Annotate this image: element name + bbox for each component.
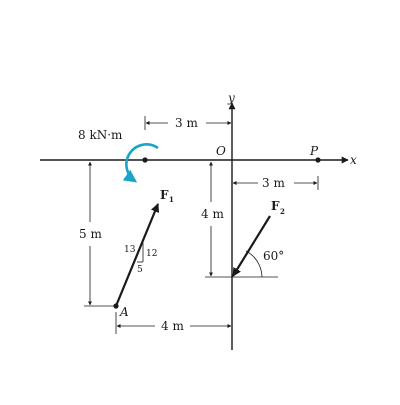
dim-right-3m: 3 m (262, 176, 285, 190)
point-p (315, 157, 321, 163)
point-a-label: A (119, 305, 129, 319)
force-f2-arrow (232, 215, 271, 277)
dim-top-3m: 3 m (175, 116, 198, 130)
force-f2-label: F (271, 199, 280, 213)
dim-center-4m: 4 m (201, 207, 224, 221)
force-f1-arrow (114, 203, 160, 307)
slope-12: 12 (146, 249, 157, 259)
force-f1-label: F (160, 188, 169, 202)
moment-arrow-icon (122, 143, 159, 183)
x-axis-label: x (350, 153, 357, 167)
y-axis-label: y (227, 91, 235, 105)
moment-label: 8 kN·m (78, 128, 123, 142)
moment-point (142, 157, 148, 163)
origin-label: O (216, 144, 226, 158)
angle-60: 60° (263, 249, 284, 263)
slope-5: 5 (137, 265, 143, 275)
slope-13: 13 (124, 245, 136, 255)
point-p-label: P (309, 144, 319, 158)
dim-left-5m: 5 m (79, 227, 102, 241)
force-f1-subscript: 1 (169, 195, 174, 204)
dim-bottom-4m: 4 m (161, 319, 184, 333)
angle-arc (245, 250, 263, 278)
force-f2-subscript: 2 (280, 207, 285, 216)
